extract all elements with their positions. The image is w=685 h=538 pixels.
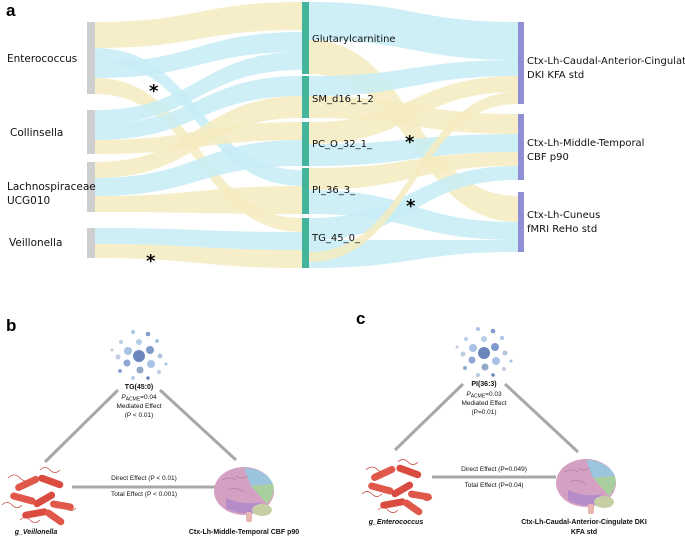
source-bar-enterococcus xyxy=(87,22,95,94)
flow-enterococcus-glut-2 xyxy=(95,32,302,78)
flow-veillonella-tg xyxy=(95,228,302,250)
mediator-label-glutarylcarnitine: Glutarylcarnitine xyxy=(312,34,396,45)
significance-star-1: * xyxy=(149,81,159,102)
mediator-bar-tg xyxy=(302,218,309,268)
flow-tg-midtemp xyxy=(309,166,518,240)
total-effect-b: Total Effect (P < 0.001) xyxy=(111,491,177,498)
mediated-effect-p-c: (P=0.01) xyxy=(471,409,496,416)
flow-enterococcus-tg xyxy=(95,78,302,232)
mediator-name-c: PI(36:3) xyxy=(471,381,496,388)
source-label-lachnospiraceae-line2: UCG010 xyxy=(7,195,50,207)
brain-label-b: Ctx-Lh-Middle-Temporal CBF p90 xyxy=(189,529,299,536)
edge-mediator-to-brain-b xyxy=(158,388,238,462)
target-bar-cuneus xyxy=(518,192,524,252)
target-label-middle-temporal-line2: CBF p90 xyxy=(527,152,569,163)
bacterium-label-b: g_Veillonella xyxy=(14,529,58,536)
flow-pc-midtemp xyxy=(309,134,518,166)
mediator-label-sm: SM_d16_1_2 xyxy=(312,94,374,105)
panel-a: a Enterococcus Collinsella Lachnospirace… xyxy=(6,1,685,272)
p-acme-c: PACME=0.03 xyxy=(466,391,502,400)
flow-lachno-pc xyxy=(95,140,302,196)
flow-pi-midtemp xyxy=(309,152,518,190)
target-label-cuneus-line1: Ctx-Lh-Cuneus xyxy=(527,210,600,221)
significance-star-3: * xyxy=(406,196,416,217)
brain-icon-c xyxy=(556,459,616,514)
panel-c: c PI(36:3) PACME=0.03 Media xyxy=(356,309,647,536)
mediator-bar-glutarylcarnitine xyxy=(302,2,309,74)
source-bar-lachnospiraceae xyxy=(87,162,95,212)
mediator-name-b: TG(45:0) xyxy=(125,384,153,391)
mediated-effect-label-b: Mediated Effect xyxy=(116,403,161,410)
flow-lachno-sm xyxy=(95,96,302,178)
significance-star-2: * xyxy=(405,132,415,153)
source-label-veillonella: Veillonella xyxy=(9,237,62,249)
target-bar-middle-temporal xyxy=(518,114,524,180)
mediated-effect-p-b: (P < 0.01) xyxy=(125,412,154,419)
brain-label-c-line1: Ctx-Lh-Caudal-Anterior-Cingulate DKI xyxy=(521,519,647,526)
direct-effect-b: Direct Effect (P < 0.01) xyxy=(111,475,177,482)
metabolite-cluster-icon-c xyxy=(455,327,513,377)
flow-tg-caudal xyxy=(309,92,518,262)
significance-star-4: * xyxy=(146,251,156,272)
panel-c-letter: c xyxy=(356,309,365,328)
source-bar-collinsella xyxy=(87,110,95,154)
flow-enterococcus-glut xyxy=(95,2,302,48)
flow-collinsella-sm xyxy=(95,76,302,140)
source-bar-veillonella xyxy=(87,228,95,258)
brain-label-c-line2: KFA std xyxy=(571,529,597,536)
mediator-label-pi: PI_36_3_ xyxy=(312,185,356,196)
p-acme-b: PACME=0.04 xyxy=(121,394,157,403)
brain-icon-b xyxy=(214,467,274,522)
sankey-flows xyxy=(95,2,518,268)
target-label-cuneus-line2: fMRI ReHo std xyxy=(527,224,597,235)
target-bar-caudal xyxy=(518,22,524,104)
panel-b-letter: b xyxy=(6,316,16,335)
flow-tg-cuneus xyxy=(309,240,518,268)
metabolite-cluster-icon-b xyxy=(110,330,168,380)
panel-b: b TG(45:0) PACME=0.04 xyxy=(1,316,299,536)
mediated-effect-label-c: Mediated Effect xyxy=(461,400,506,407)
flow-pc-caudal xyxy=(309,76,518,144)
mediator-bar-sm xyxy=(302,76,309,118)
target-label-middle-temporal-line1: Ctx-Lh-Middle-Temporal xyxy=(527,138,644,149)
source-label-collinsella: Collinsella xyxy=(10,127,63,139)
flow-lachno-pi xyxy=(95,186,302,214)
flow-glut-caudal xyxy=(309,2,518,60)
target-label-caudal-line2: DKI KFA std xyxy=(527,70,584,81)
mediator-label-pc: PC_O_32_1_ xyxy=(312,139,373,150)
source-label-enterococcus: Enterococcus xyxy=(7,53,77,65)
source-label-lachnospiraceae-line1: Lachnospiraceae xyxy=(7,181,96,193)
mediator-label-tg: TG_45_0_ xyxy=(311,233,361,244)
edge-bacteria-to-mediator-b xyxy=(43,388,120,464)
flow-veillonella-tg-2 xyxy=(95,244,302,268)
edge-mediator-to-brain-c xyxy=(503,382,580,454)
bacteria-icon-b xyxy=(1,467,77,526)
edge-bacteria-to-mediator-c xyxy=(393,382,465,452)
mediator-bar-pi xyxy=(302,168,309,214)
flow-pi-cuneus xyxy=(309,190,518,240)
panel-a-letter: a xyxy=(6,1,16,20)
bacterium-label-c: g_Enterococcus xyxy=(368,519,424,526)
direct-effect-c: Direct Effect (P=0.049) xyxy=(461,466,527,473)
flow-sm-caudal xyxy=(309,60,518,96)
mediator-bar-pc xyxy=(302,122,309,166)
bacteria-icon-c xyxy=(361,459,433,516)
total-effect-c: Total Effect (P=0.04) xyxy=(465,482,524,489)
target-label-caudal-line1: Ctx-Lh-Caudal-Anterior-Cingulate xyxy=(527,56,685,67)
flow-collinsella-glut xyxy=(95,52,302,124)
